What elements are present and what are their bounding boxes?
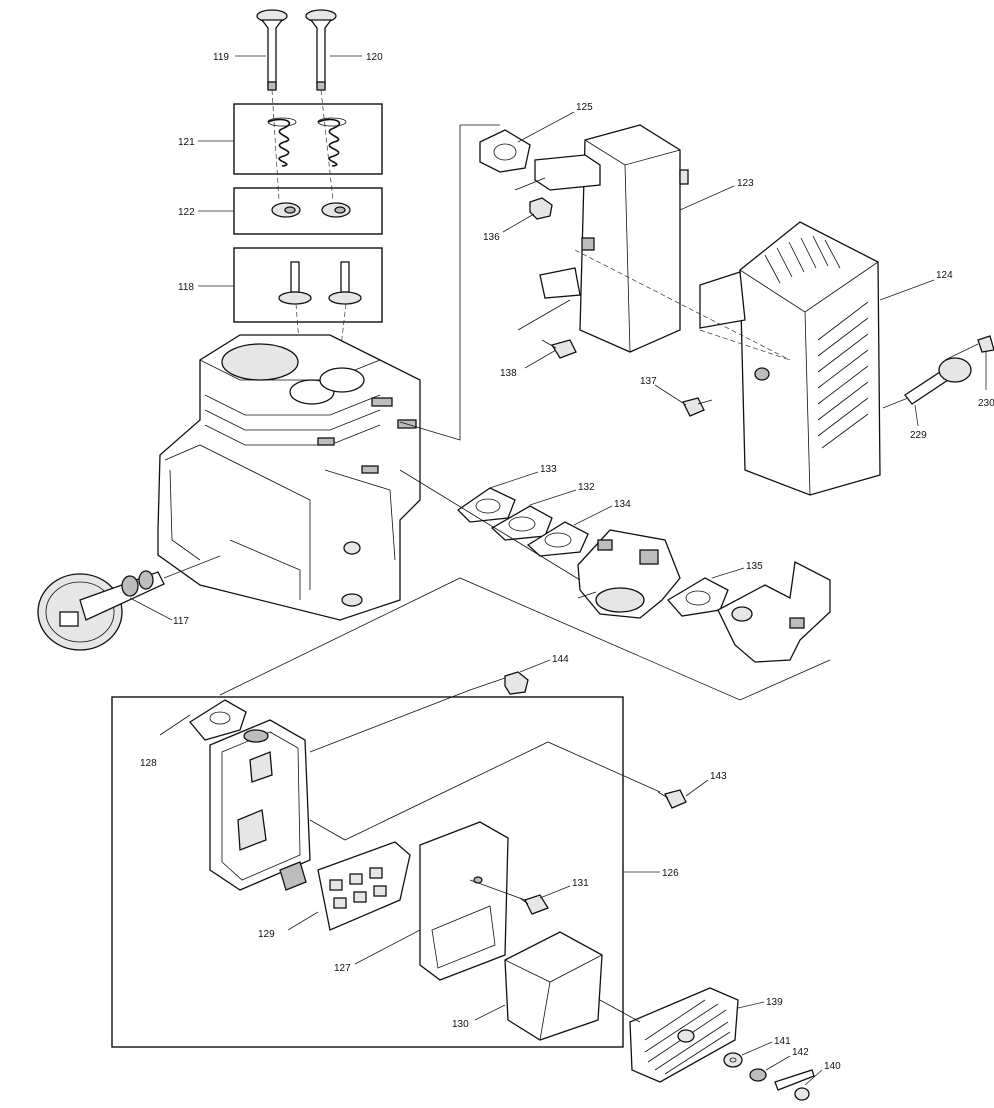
label-138: 138 [500,368,517,379]
label-136: 136 [483,232,500,243]
carburetor[interactable] [577,529,681,619]
gasket-135[interactable] [666,577,729,617]
gasket-128[interactable] [189,699,247,741]
retainer-right[interactable] [321,202,351,218]
box-retainers [233,187,383,235]
screw-230[interactable] [977,335,994,353]
valve-spring-right[interactable] [317,117,347,167]
muffler[interactable] [534,124,689,353]
label-141: 141 [774,1036,791,1047]
label-117: 117 [173,616,189,627]
air-cleaner-case[interactable] [209,719,311,891]
leader-lines [129,55,987,1086]
tappet-left[interactable] [278,261,312,305]
label-128: 128 [140,758,157,769]
label-120: 120 [366,52,383,63]
bolt-137[interactable] [682,397,713,417]
label-140: 140 [824,1061,841,1072]
label-118: 118 [178,282,194,293]
label-131: 131 [572,878,589,889]
bolt-138[interactable] [541,339,577,359]
label-132: 132 [578,482,595,493]
cover-plate-139[interactable] [629,987,739,1083]
foam-element-130[interactable] [504,931,603,1041]
label-134: 134 [614,499,631,510]
nut-136[interactable] [529,197,553,220]
camshaft[interactable] [37,570,165,651]
box-springs [233,103,383,175]
bolt-143[interactable] [657,789,687,809]
spark-arrestor-229[interactable] [904,357,972,405]
label-229: 229 [910,430,927,441]
muffler-cover[interactable] [699,221,881,496]
label-123: 123 [737,178,754,189]
label-121: 121 [178,137,195,148]
label-130: 130 [452,1019,469,1030]
label-139: 139 [766,997,783,1008]
label-143: 143 [710,771,727,782]
valve-119[interactable] [256,9,288,91]
screw-131[interactable] [519,894,549,915]
tappet-right[interactable] [328,261,362,305]
retainer-left[interactable] [271,202,301,218]
filter-element-129[interactable] [317,841,411,931]
air-cleaner-cover-127[interactable] [419,821,509,981]
label-122: 122 [178,207,195,218]
box-tappets [233,247,383,323]
label-230: 230 [978,398,994,409]
gasket-132[interactable] [490,505,553,541]
engine-block[interactable] [157,334,421,621]
label-124: 124 [936,270,953,281]
label-126: 126 [662,868,679,879]
washer-141[interactable] [723,1052,743,1068]
label-144: 144 [552,654,569,665]
label-127: 127 [334,963,351,974]
screw-140[interactable] [774,1069,815,1101]
label-142: 142 [792,1047,809,1058]
washer-142[interactable] [749,1068,767,1082]
valve-120[interactable] [305,9,337,91]
label-135: 135 [746,561,763,572]
gasket-125[interactable] [479,129,531,173]
gasket-133[interactable] [456,487,516,523]
label-119: 119 [213,52,229,63]
nut-144[interactable] [504,671,529,695]
label-137: 137 [640,376,657,387]
valve-spring-left[interactable] [267,117,297,167]
label-129: 129 [258,929,275,940]
air-cleaner-base[interactable] [717,561,831,663]
label-133: 133 [540,464,557,475]
label-125: 125 [576,102,593,113]
